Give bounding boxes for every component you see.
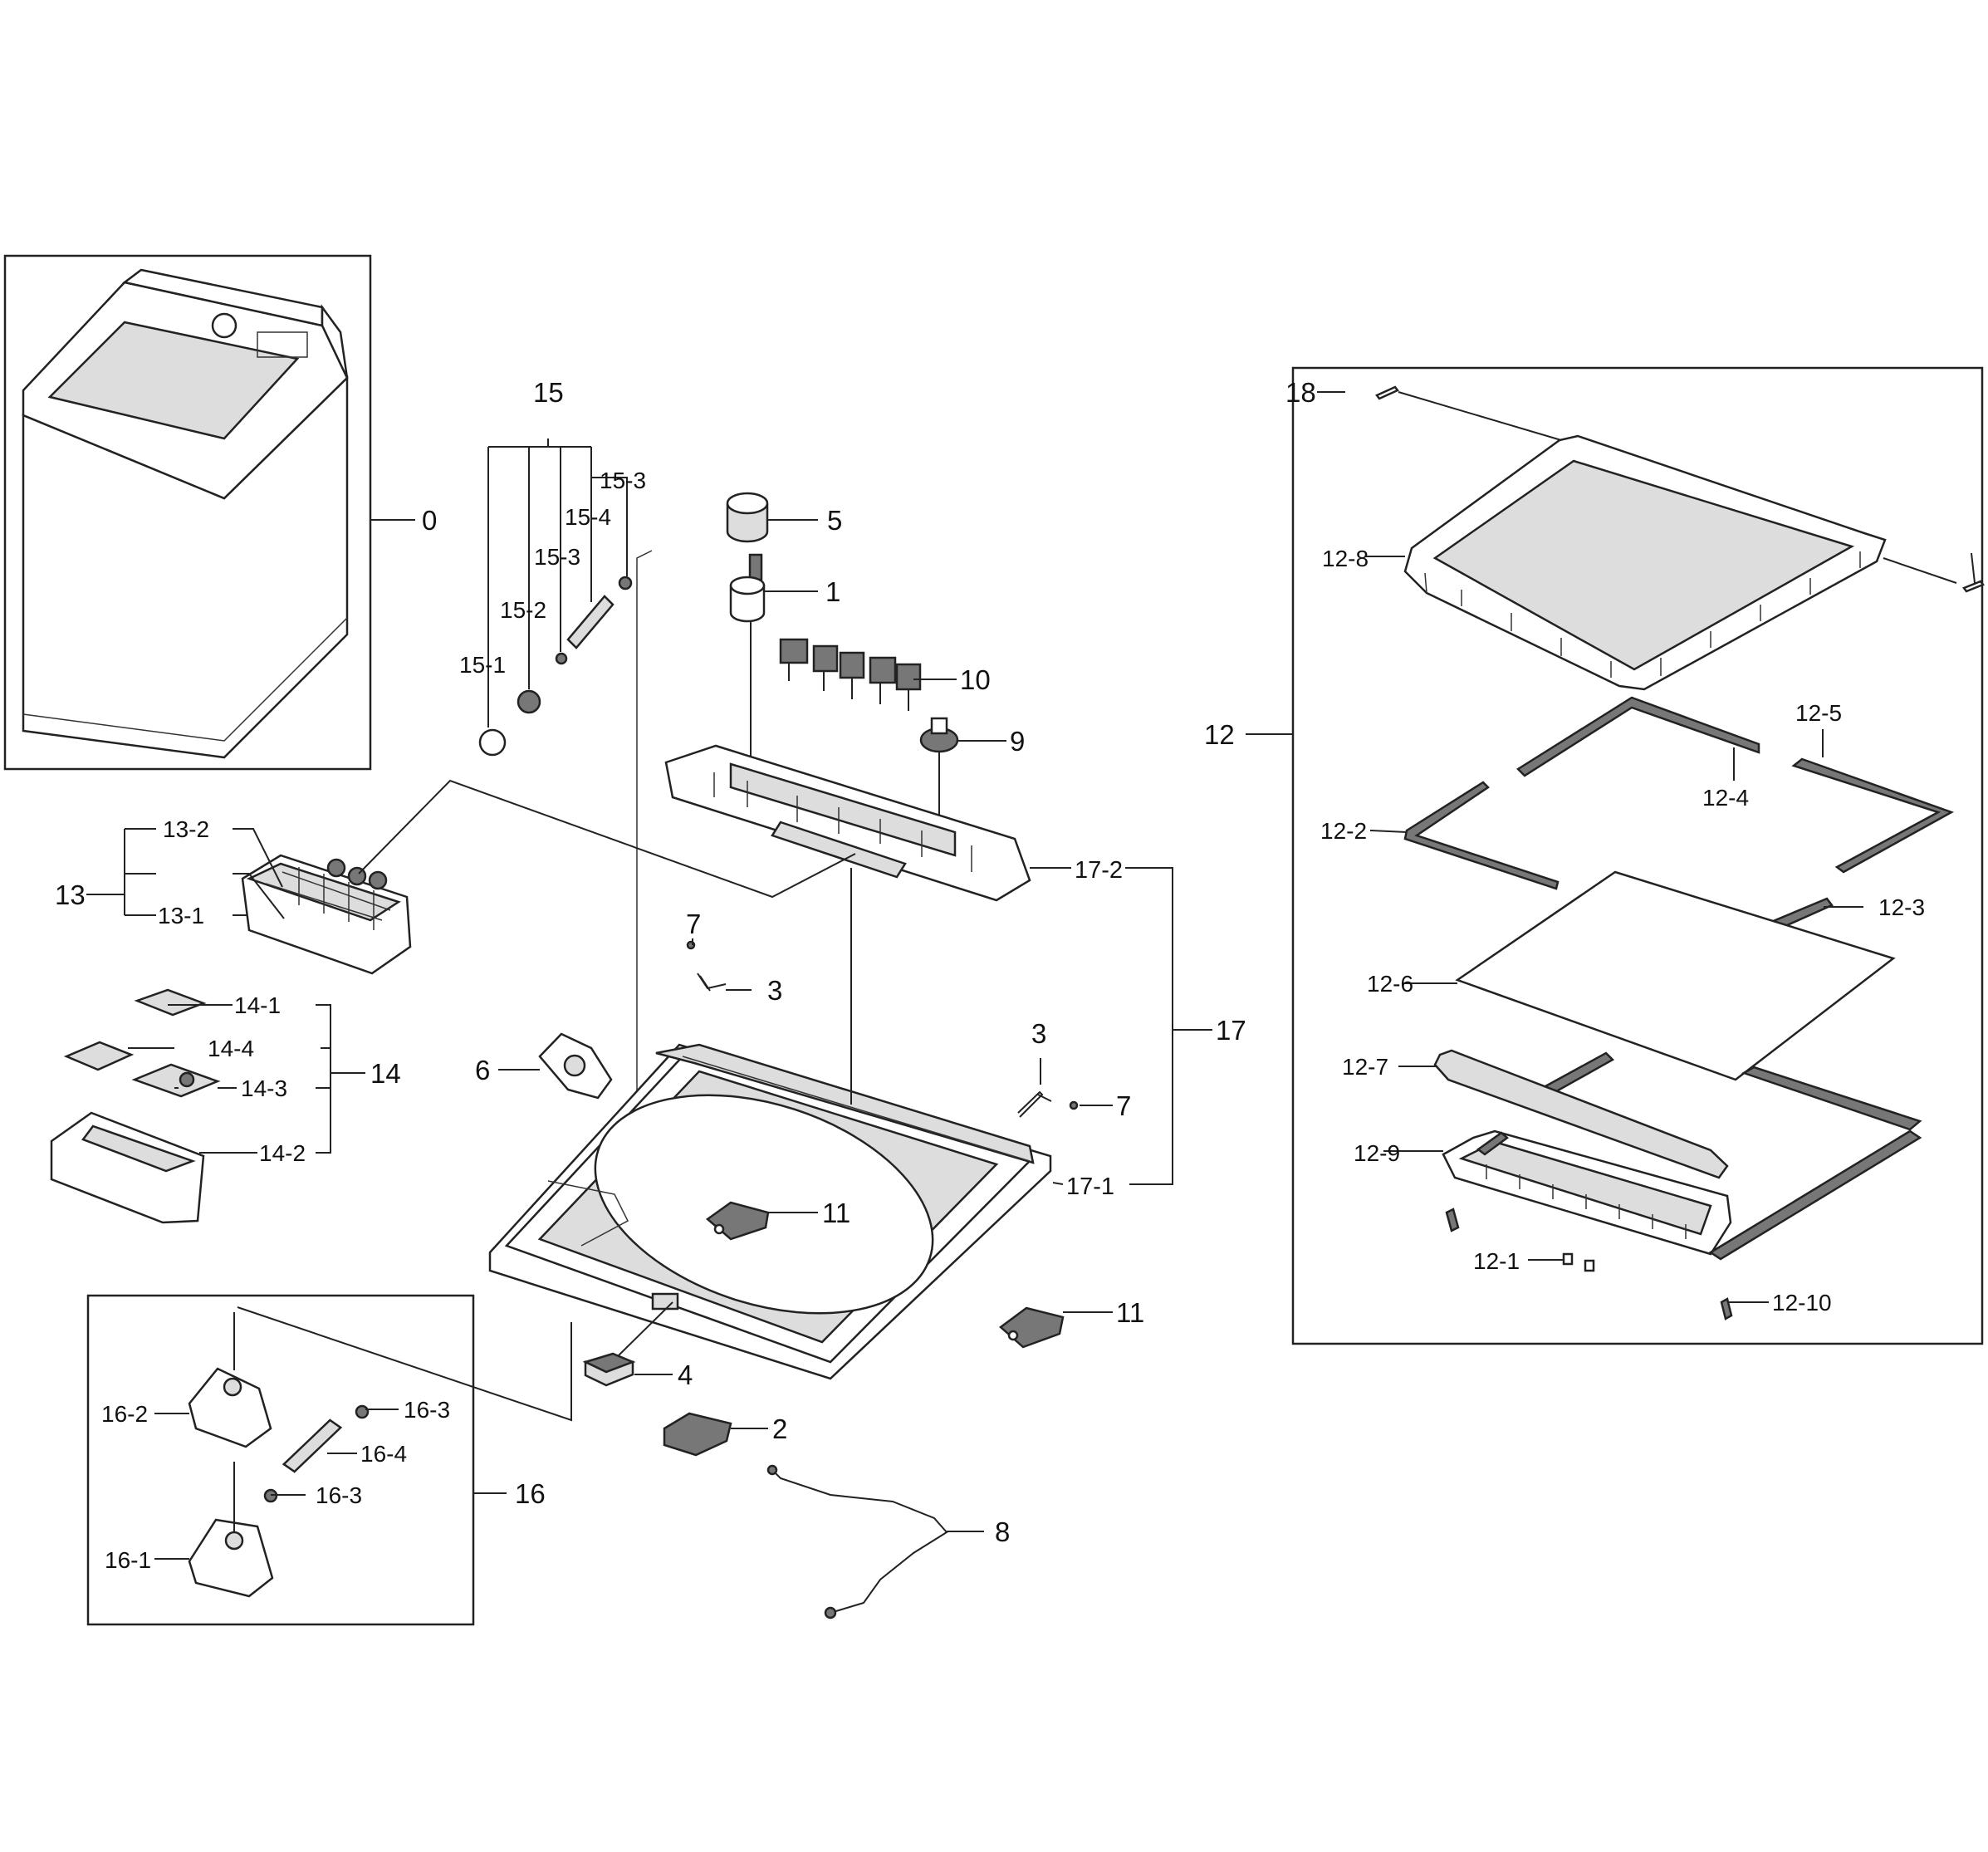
label-12-2: 12-2 xyxy=(1320,818,1367,844)
part-3-hinge-left xyxy=(697,973,727,992)
label-12-4: 12-4 xyxy=(1702,785,1749,811)
label-15-4: 15-4 xyxy=(565,504,611,530)
label-5: 5 xyxy=(827,505,842,536)
part-12-9-lid-bottom-frame xyxy=(1442,1051,1922,1320)
label-12-10: 12-10 xyxy=(1772,1290,1832,1316)
washer-assembly-part xyxy=(22,268,349,759)
assembly-box-12 xyxy=(1291,366,1984,1345)
label-10: 10 xyxy=(960,664,991,695)
label-15: 15 xyxy=(533,377,564,408)
part-13-dispenser-drawer-frame xyxy=(241,779,856,975)
label-13: 13 xyxy=(55,879,86,910)
part-7-screw-right xyxy=(1069,1100,1079,1110)
label-17-2: 17-2 xyxy=(1075,857,1123,884)
part-12-4-frame-rail xyxy=(1516,696,1760,777)
label-8: 8 xyxy=(995,1516,1010,1547)
part-1-knob-shaft xyxy=(729,553,766,797)
label-6: 6 xyxy=(475,1055,490,1085)
label-12: 12 xyxy=(1204,719,1235,750)
label-12-9: 12-9 xyxy=(1354,1140,1400,1166)
label-16-3-top: 16-3 xyxy=(404,1397,450,1423)
part-6-softener-cup xyxy=(538,1032,613,1100)
part-11-lid-lock-upper xyxy=(705,1201,770,1241)
label-12-3: 12-3 xyxy=(1878,894,1925,920)
assembly-box-16 xyxy=(86,1294,475,1626)
label-0: 0 xyxy=(422,505,437,536)
label-3-left: 3 xyxy=(767,975,782,1006)
label-14: 14 xyxy=(370,1058,401,1089)
part-5-cap xyxy=(726,492,769,543)
label-12-6: 12-6 xyxy=(1367,971,1413,997)
label-9: 9 xyxy=(1010,726,1025,757)
part-2-sensor xyxy=(663,1412,732,1457)
part-12-6-glass-panel xyxy=(1455,870,1896,1081)
part-9-pressure-switch xyxy=(919,717,959,822)
label-17-1: 17-1 xyxy=(1066,1173,1114,1200)
label-12-8: 12-8 xyxy=(1322,546,1369,571)
part-4-cap xyxy=(582,1301,673,1387)
part-12-5-frame-rail xyxy=(1791,757,1955,874)
callout-labels: 0 15 15-3 15-4 15-3 15-2 15-1 5 1 10 9 1… xyxy=(55,377,1925,1573)
label-16-4: 16-4 xyxy=(360,1441,407,1467)
label-15-3: 15-3 xyxy=(534,544,580,570)
part-3-hinge-right xyxy=(1017,1090,1052,1118)
label-14-1: 14-1 xyxy=(234,992,281,1018)
assembly-box-0 xyxy=(3,254,372,771)
label-3-right: 3 xyxy=(1031,1018,1046,1049)
label-13-1: 13-1 xyxy=(158,903,204,928)
label-17: 17 xyxy=(1216,1015,1246,1046)
label-7-right: 7 xyxy=(1116,1090,1131,1121)
label-16-1: 16-1 xyxy=(105,1547,151,1573)
part-11-lid-lock-lower xyxy=(999,1306,1065,1349)
part-16-group xyxy=(188,1306,572,1598)
part-17-1-top-cover xyxy=(488,868,1052,1380)
label-12-1: 12-1 xyxy=(1473,1248,1520,1274)
label-14-2: 14-2 xyxy=(259,1140,306,1166)
part-12-1-clips xyxy=(1562,1252,1595,1272)
label-4: 4 xyxy=(678,1360,693,1390)
label-12-5: 12-5 xyxy=(1795,700,1842,726)
label-12-7: 12-7 xyxy=(1342,1054,1388,1080)
label-16: 16 xyxy=(515,1478,546,1509)
part-8-wire-harness xyxy=(766,1464,948,1619)
leader-lines xyxy=(86,391,1863,1560)
part-18-pins xyxy=(1375,385,1985,593)
part-17-2-control-frame xyxy=(664,744,1031,902)
label-15-3-top: 15-3 xyxy=(600,468,646,493)
label-16-3: 16-3 xyxy=(316,1482,362,1508)
label-11-upper: 11 xyxy=(822,1198,850,1228)
part-10-valve-connectors xyxy=(779,638,922,711)
label-1: 1 xyxy=(825,576,840,607)
label-14-4: 14-4 xyxy=(208,1036,254,1061)
part-12-2-frame-rail xyxy=(1403,781,1560,890)
label-15-2: 15-2 xyxy=(500,597,546,623)
label-14-3: 14-3 xyxy=(241,1075,287,1101)
label-16-2: 16-2 xyxy=(101,1401,148,1427)
label-11-lower: 11 xyxy=(1116,1297,1144,1328)
label-2: 2 xyxy=(772,1413,787,1444)
label-13-2: 13-2 xyxy=(163,816,209,842)
part-12-8-lid-frame xyxy=(1403,434,1887,691)
part-12-7-lid-handle xyxy=(1433,1049,1729,1179)
part-14-detergent-drawer xyxy=(50,988,221,1224)
label-7-left: 7 xyxy=(686,909,701,939)
label-18: 18 xyxy=(1285,377,1316,408)
label-15-1: 15-1 xyxy=(459,652,506,678)
